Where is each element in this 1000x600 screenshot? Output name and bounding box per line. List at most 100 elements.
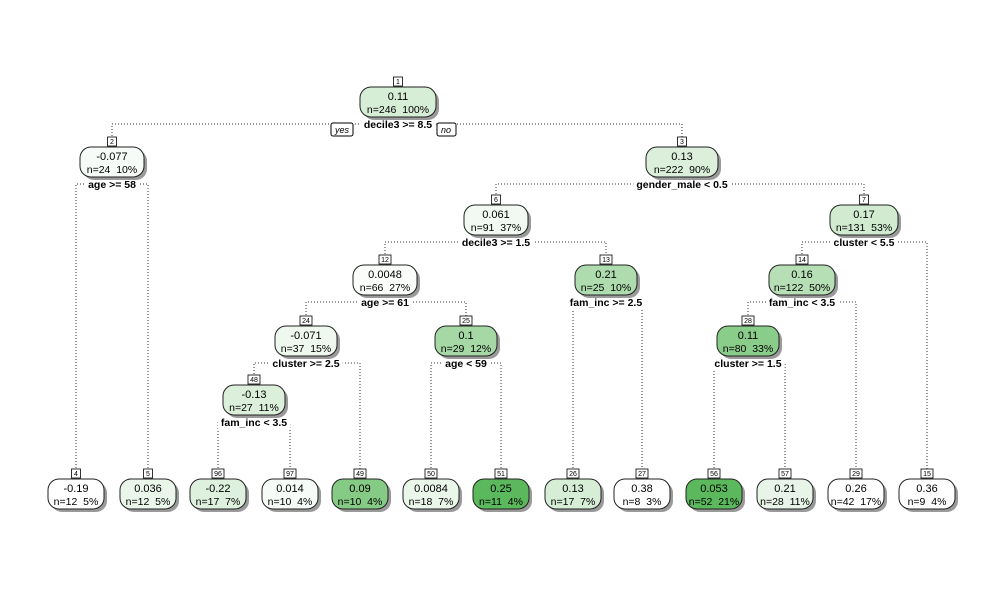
node-id-57: 57 <box>781 471 789 478</box>
node-id-13: 13 <box>602 257 610 264</box>
node-value-5: 0.036 <box>134 483 162 495</box>
node-id-box-3 <box>677 136 687 147</box>
tree-node-3: 30.13n=222 90% <box>645 136 721 180</box>
node-value-49: 0.09 <box>349 483 370 495</box>
split-label-bg-7 <box>830 236 898 250</box>
node-box-15 <box>898 478 956 510</box>
node-value-57: 0.21 <box>774 483 795 495</box>
node-value-13: 0.21 <box>595 269 616 281</box>
node-value-27: 0.38 <box>631 483 652 495</box>
node-id-2: 2 <box>110 139 114 146</box>
node-id-box-51 <box>494 468 508 479</box>
split-label-bg-6 <box>458 236 534 250</box>
tree-node-13: 130.21n=25 10% <box>574 254 640 298</box>
tree-edge-3 <box>495 183 865 197</box>
split-label-12: age >= 61 <box>361 297 409 309</box>
node-box-2 <box>79 146 145 178</box>
node-id-3: 3 <box>680 139 684 146</box>
node-box-24 <box>274 325 338 357</box>
node-count-14: n=122 50% <box>774 282 830 294</box>
node-count-5: n=12 5% <box>126 496 171 508</box>
node-count-96: n=17 7% <box>196 496 241 508</box>
node-value-51: 0.25 <box>490 483 511 495</box>
node-id-49: 49 <box>356 471 364 478</box>
tree-node-14: 140.16n=122 50% <box>768 254 838 298</box>
node-id-12: 12 <box>381 257 389 264</box>
node-id-5: 5 <box>146 471 150 478</box>
node-id-box-7 <box>859 194 869 205</box>
node-value-50: 0.0084 <box>414 483 448 495</box>
node-id-box-25 <box>459 315 473 326</box>
node-id-1: 1 <box>396 79 400 86</box>
node-count-29: n=42 17% <box>831 496 882 508</box>
node-id-51: 51 <box>497 471 505 478</box>
split-label-7: cluster < 5.5 <box>834 237 895 249</box>
node-id-97: 97 <box>286 471 294 478</box>
node-box-56 <box>685 478 743 510</box>
tree-edge-28 <box>713 362 786 471</box>
tree-node-96: 96-0.22n=17 7% <box>189 468 249 512</box>
split-label-bg-12 <box>358 296 413 310</box>
node-count-7: n=131 53% <box>836 222 892 234</box>
tree-edge-13 <box>572 301 643 471</box>
node-value-7: 0.17 <box>853 209 874 221</box>
tree-node-28: 280.11n=80 33% <box>716 315 782 359</box>
node-id-box-2 <box>107 136 117 147</box>
node-id-27: 27 <box>638 471 646 478</box>
node-count-2: n=24 10% <box>87 164 138 176</box>
node-id-box-13 <box>599 254 613 265</box>
node-box-49 <box>331 478 389 510</box>
node-count-6: n=91 37% <box>471 222 522 234</box>
node-box-5 <box>119 478 177 510</box>
split-label-24: cluster >= 2.5 <box>272 358 339 370</box>
node-id-box-27 <box>635 468 649 479</box>
split-label-bg-1 <box>360 118 436 132</box>
no-tag: no <box>436 122 457 137</box>
split-label-14: fam_inc < 3.5 <box>769 297 835 309</box>
node-id-box-97 <box>283 468 297 479</box>
tree-node-15: 150.36n=9 4% <box>898 468 958 512</box>
node-box-28 <box>716 325 780 357</box>
node-id-box-1 <box>393 76 403 87</box>
node-count-57: n=28 11% <box>760 496 810 508</box>
tree-node-25: 250.1n=29 12% <box>434 315 500 359</box>
split-label-48: fam_inc < 3.5 <box>221 417 287 429</box>
node-count-12: n=66 27% <box>360 282 411 294</box>
split-label-bg-25 <box>442 357 491 371</box>
split-label-3: gender_male < 0.5 <box>636 179 728 191</box>
node-id-26: 26 <box>569 471 577 478</box>
node-value-56: 0.053 <box>700 483 728 495</box>
split-label-13: fam_inc >= 2.5 <box>570 297 643 309</box>
node-id-box-12 <box>378 254 392 265</box>
tree-node-7: 70.17n=131 53% <box>829 194 901 238</box>
tree-node-27: 270.38n=8 3% <box>613 468 673 512</box>
yes-tag: yes <box>330 122 354 137</box>
node-value-2: -0.077 <box>96 151 127 163</box>
tree-edge-6 <box>384 241 607 257</box>
node-id-box-48 <box>247 374 261 385</box>
yes-tag-label: yes <box>334 125 350 135</box>
node-id-25: 25 <box>462 318 470 325</box>
node-id-box-50 <box>424 468 438 479</box>
tree-node-49: 490.09n=10 4% <box>331 468 391 512</box>
node-box-13 <box>574 264 638 296</box>
tree-node-1: 10.11n=246 100% <box>359 76 439 120</box>
split-label-bg-28 <box>711 357 785 371</box>
node-count-48: n=27 11% <box>229 402 279 414</box>
node-box-14 <box>768 264 836 296</box>
branch-tags: yes no <box>330 122 457 137</box>
split-label-bg-13 <box>566 296 646 310</box>
split-label-6: decile3 >= 1.5 <box>462 237 530 249</box>
node-box-1 <box>359 86 437 118</box>
tree-node-51: 510.25n=11 4% <box>472 468 532 512</box>
node-value-4: -0.19 <box>63 483 88 495</box>
tree-edge-2 <box>75 183 149 471</box>
tree-node-26: 260.13n=17 7% <box>544 468 604 512</box>
